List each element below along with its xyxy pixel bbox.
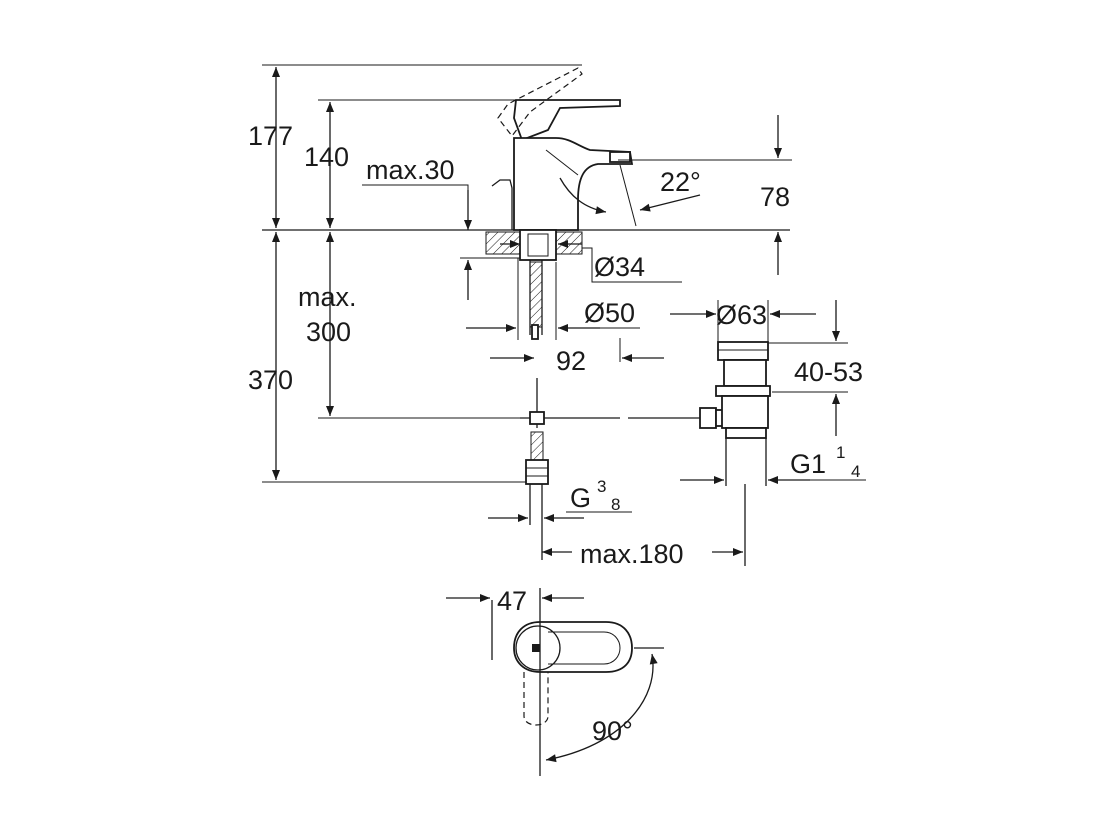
- dimension-22-degrees: 22°: [559, 164, 701, 227]
- dimension-78: 78: [618, 115, 792, 275]
- label-22-degrees: 22°: [660, 167, 701, 197]
- label-max300-line1: max.: [298, 282, 357, 312]
- label-g38-numerator: 3: [597, 477, 606, 496]
- label-g114-numerator: 1: [836, 443, 845, 462]
- dimension-50: Ø50: [466, 258, 640, 340]
- dimension-140: 140: [304, 99, 620, 228]
- dimension-47: 47: [446, 586, 584, 616]
- label-63: Ø63: [716, 300, 767, 330]
- label-78: 78: [760, 182, 790, 212]
- label-max300-line2: 300: [306, 317, 351, 347]
- dimension-max300: max. 300: [298, 232, 520, 419]
- dimension-177: 177: [248, 64, 582, 228]
- label-max30: max.30: [366, 155, 455, 185]
- label-40-53: 40-53: [794, 357, 863, 387]
- label-50: Ø50: [584, 298, 635, 328]
- dimension-63: Ø63: [670, 300, 816, 342]
- label-370: 370: [248, 365, 293, 395]
- label-g38-denominator: 8: [611, 495, 620, 514]
- label-max180: max.180: [580, 539, 684, 569]
- label-g114-denominator: 4: [851, 462, 860, 481]
- supply-hose-connection: [520, 378, 620, 560]
- dimension-92: 92: [490, 338, 664, 376]
- dimension-90-degrees: 90°: [545, 647, 664, 763]
- label-177: 177: [248, 121, 293, 151]
- label-90-degrees: 90°: [592, 716, 633, 746]
- label-47: 47: [497, 586, 527, 616]
- label-140: 140: [304, 142, 349, 172]
- dimension-max180: max.180: [542, 484, 746, 569]
- dimension-34: Ø34: [500, 240, 682, 283]
- dimension-g38: G 3 8: [488, 477, 632, 522]
- dimension-370: 370: [248, 232, 540, 483]
- label-g38-main: G: [570, 483, 591, 513]
- dimension-max30: max.30: [362, 155, 520, 300]
- popup-waste: [628, 341, 771, 486]
- label-34: Ø34: [594, 252, 645, 282]
- label-g114-main: G1: [790, 449, 826, 479]
- label-92: 92: [556, 346, 586, 376]
- dimension-40-53: 40-53: [768, 300, 863, 436]
- faucet-top-view: [491, 588, 633, 776]
- faucet-side-view: [485, 67, 634, 340]
- dimension-g114: G1 1 4: [680, 443, 866, 484]
